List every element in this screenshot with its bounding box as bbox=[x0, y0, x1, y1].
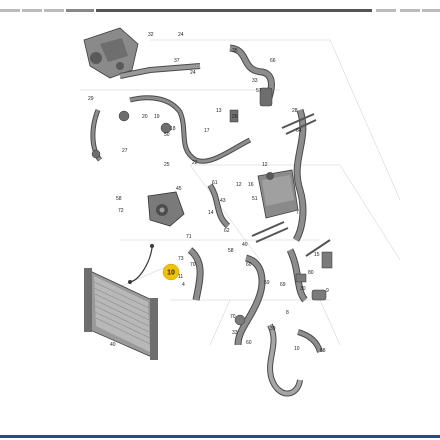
thermostat-housing bbox=[83, 27, 139, 79]
part-label: 73 bbox=[178, 256, 184, 262]
hose-lower-right bbox=[267, 323, 323, 397]
part-label: 70 bbox=[230, 314, 236, 320]
part-label: 4 bbox=[182, 282, 185, 288]
part-label: 70 bbox=[190, 262, 196, 268]
part-label: 61 bbox=[212, 180, 218, 186]
part-label: 19 bbox=[154, 114, 160, 120]
part-label: 64 bbox=[296, 128, 302, 134]
part-label: 58 bbox=[228, 248, 234, 254]
bottom-divider bbox=[0, 435, 440, 438]
part-label: 30 bbox=[300, 286, 306, 292]
part-label: 13 bbox=[216, 108, 222, 114]
part-label: 10 bbox=[294, 346, 300, 352]
part-label: 59 bbox=[264, 280, 270, 286]
part-label: 16 bbox=[248, 182, 254, 188]
part-label: 11 bbox=[178, 274, 183, 280]
bracket-rods bbox=[251, 113, 331, 257]
part-label: 18 bbox=[170, 126, 176, 132]
part-label: 51 bbox=[252, 196, 258, 202]
part-label: 66 bbox=[270, 58, 276, 64]
hose-right-long bbox=[292, 108, 307, 242]
part-label: 25 bbox=[164, 162, 170, 168]
part-label: 40 bbox=[242, 242, 248, 248]
part-label: 60 bbox=[246, 340, 252, 346]
part-label: 39 bbox=[270, 326, 276, 332]
part-label: 15 bbox=[314, 252, 320, 258]
part-label: 35 bbox=[232, 48, 238, 54]
part-label: 12 bbox=[236, 182, 242, 188]
part-label: 60 bbox=[246, 262, 252, 268]
part-label: 7 bbox=[296, 210, 299, 216]
part-label: 37 bbox=[174, 58, 180, 64]
part-label: 8 bbox=[286, 310, 289, 316]
highlighted-part-number: 10 bbox=[167, 270, 175, 277]
part-label: 62 bbox=[224, 228, 230, 234]
part-label: 58 bbox=[116, 196, 122, 202]
part-label: 28 bbox=[292, 108, 298, 114]
part-label: 22 bbox=[192, 160, 198, 166]
part-label: 33 bbox=[232, 330, 238, 336]
coolant-pipe-upper bbox=[119, 63, 201, 79]
part-label: 72 bbox=[118, 208, 124, 214]
sensor-cable bbox=[128, 244, 154, 284]
part-label: 71 bbox=[186, 234, 192, 240]
part-label: 20 bbox=[142, 114, 148, 120]
part-label: 43 bbox=[220, 198, 226, 204]
radiator bbox=[84, 268, 158, 360]
part-labels: 32 24 37 24 35 66 33 57 29 20 19 13 26 1… bbox=[88, 32, 329, 354]
part-label: 24 bbox=[190, 70, 196, 76]
part-label: 29 bbox=[88, 96, 94, 102]
top-toolbar-strip bbox=[0, 0, 440, 12]
part-label: 57 bbox=[256, 88, 262, 94]
part-label: 27 bbox=[122, 148, 128, 154]
connector-pieces bbox=[234, 251, 333, 326]
highlighted-part-callout[interactable]: 10 bbox=[162, 263, 180, 281]
water-pump bbox=[147, 191, 185, 227]
part-label: 33 bbox=[252, 78, 258, 84]
toolbar-strip-graphic bbox=[0, 9, 440, 12]
part-label: 45 bbox=[176, 186, 182, 192]
part-label: 26 bbox=[232, 114, 238, 120]
part-label: 68 bbox=[320, 348, 326, 354]
part-label: 69 bbox=[280, 282, 286, 288]
part-label: 14 bbox=[208, 210, 214, 216]
part-label: 80 bbox=[308, 270, 314, 276]
hose-left bbox=[90, 95, 252, 164]
part-label: 17 bbox=[204, 128, 210, 134]
part-label: 12 bbox=[262, 162, 268, 168]
part-label: 24 bbox=[178, 32, 184, 38]
part-label: 9 bbox=[326, 288, 329, 294]
expansion-tank bbox=[257, 169, 299, 219]
part-label: 40 bbox=[110, 342, 116, 348]
part-label: 32 bbox=[148, 32, 154, 38]
part-label: 50 bbox=[164, 132, 170, 138]
small-fittings bbox=[91, 87, 273, 159]
